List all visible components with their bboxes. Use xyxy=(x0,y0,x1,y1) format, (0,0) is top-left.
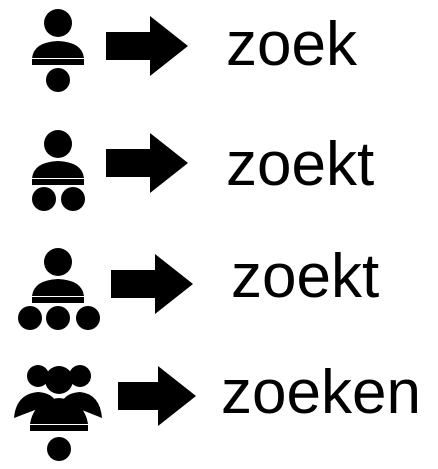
verb-form-4: zoeken xyxy=(221,358,421,427)
arrow-right-icon xyxy=(106,133,188,193)
person-with-two-dots-icon xyxy=(32,130,85,211)
verb-form-1: zoek xyxy=(226,10,357,79)
person-with-one-dot-icon xyxy=(32,9,84,92)
person-with-three-dots-icon xyxy=(18,248,100,330)
arrow-right-icon xyxy=(111,254,193,314)
verb-form-3: zoekt xyxy=(231,242,380,311)
arrow-right-icon xyxy=(106,16,188,76)
arrow-right-icon xyxy=(118,366,196,426)
verb-form-2: zoekt xyxy=(226,130,375,199)
group-with-one-dot-icon xyxy=(14,365,102,461)
